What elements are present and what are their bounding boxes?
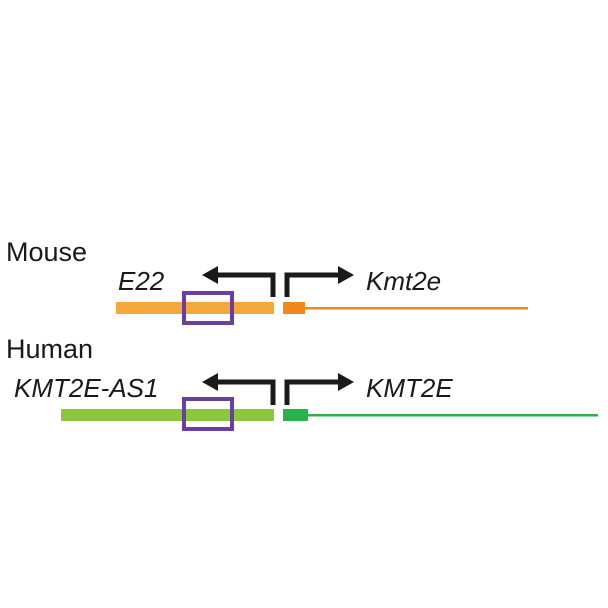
human-locus: Human KMT2E-AS1 KMT2E — [6, 334, 598, 431]
human-gene-intron-line — [308, 414, 598, 417]
human-gene-exon — [283, 409, 308, 421]
human-gene-tss-arrow — [284, 373, 354, 405]
human-antisense-transcript-bar — [61, 409, 274, 421]
human-species-label: Human — [6, 334, 93, 364]
mouse-antisense-label: E22 — [118, 266, 165, 296]
mouse-gene-exon — [283, 302, 305, 314]
mouse-locus: Mouse E22 Kmt2e — [6, 237, 528, 325]
human-antisense-tss-arrow — [202, 373, 276, 405]
mouse-gene-label: Kmt2e — [366, 266, 441, 296]
human-gene-label: KMT2E — [366, 373, 453, 403]
mouse-species-label: Mouse — [6, 237, 87, 267]
mouse-gene-intron-line — [305, 307, 528, 310]
mouse-antisense-tss-arrow — [202, 266, 276, 297]
mouse-highlight-box — [182, 291, 234, 325]
human-antisense-label: KMT2E-AS1 — [14, 373, 159, 403]
mouse-gene-tss-arrow — [284, 266, 354, 297]
human-highlight-box — [182, 397, 234, 431]
mouse-antisense-transcript-bar — [116, 302, 274, 314]
